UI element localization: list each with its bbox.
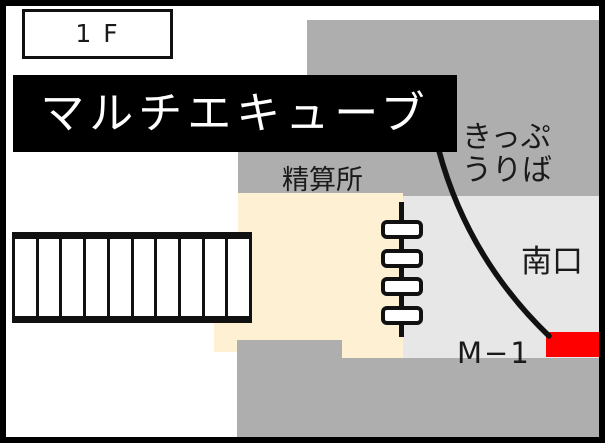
walkway-area [342, 358, 600, 443]
ticket-gate-paddle [381, 220, 423, 239]
m1-marker-label: M−1 [457, 336, 531, 370]
stair-step [86, 239, 110, 316]
m1-marker [546, 332, 600, 357]
walkway-area-notch [237, 340, 342, 443]
stair-step [228, 239, 250, 316]
ticket-office-label-line1: きっぷ [462, 120, 551, 155]
floor-badge: 1F [22, 9, 173, 59]
stair-step [38, 239, 63, 316]
ticket-gates-line [399, 202, 404, 337]
concourse-area-extension [214, 323, 238, 352]
stair-step [157, 239, 181, 316]
fare-adjustment-area [238, 150, 307, 193]
stair-step [109, 239, 134, 316]
stair-step [15, 239, 39, 316]
ticket-gate-paddle [381, 306, 423, 325]
ticket-gates-icon [379, 202, 425, 337]
stair-step [133, 239, 158, 316]
south-exit-label: 南口 [521, 244, 583, 280]
ticket-gate-paddle [381, 277, 423, 296]
ticket-office-label-line2: うりば [462, 153, 552, 188]
multi-e-cube-banner: マルチエキューブ [13, 75, 457, 152]
stairs-icon [12, 232, 252, 323]
ticket-office-label: きっぷ うりば [462, 121, 552, 187]
stair-step [62, 239, 87, 316]
fare-adjustment-label: 精算所 [282, 165, 363, 196]
ticket-gate-paddle [381, 249, 423, 268]
stair-step [180, 239, 205, 316]
stair-step [204, 239, 229, 316]
concourse-area [238, 193, 403, 358]
